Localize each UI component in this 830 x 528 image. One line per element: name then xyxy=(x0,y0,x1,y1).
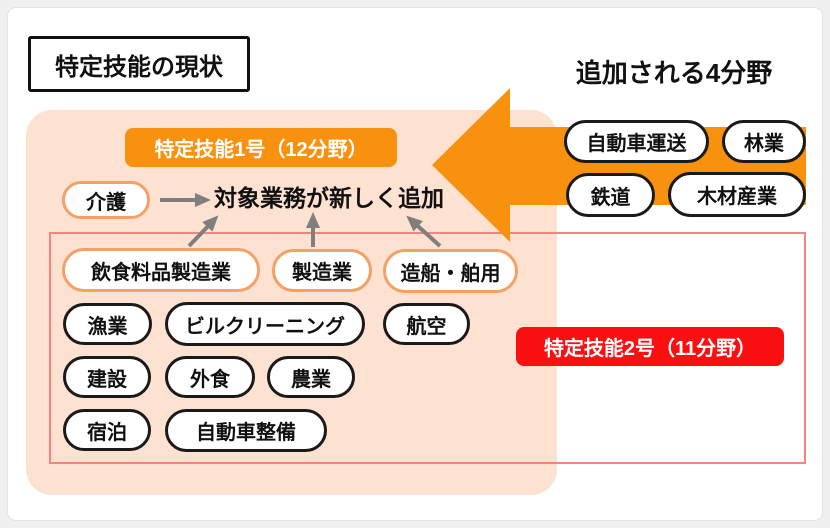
field-pill-auto-maintenance: 自動車整備 xyxy=(165,409,327,452)
annotation-text: 対象業務が新しく追加 xyxy=(214,185,444,211)
field-pill-agriculture: 農業 xyxy=(267,356,355,398)
field-pill-construction: 建設 xyxy=(63,356,151,398)
field-pill-shipbuilding: 造船・舶用 xyxy=(383,249,518,293)
added-pill-wood-industry: 木材産業 xyxy=(668,172,806,217)
added-fields-heading: 追加される4分野 xyxy=(575,58,773,88)
field-pill-food-manufacturing: 飲食料品製造業 xyxy=(62,248,260,292)
added-pill-forestry: 林業 xyxy=(722,120,806,163)
added-pill-railway: 鉄道 xyxy=(566,173,655,217)
type1-label: 特定技能1号（12分野） xyxy=(125,128,397,167)
type2-label: 特定技能2号（11分野） xyxy=(516,327,784,366)
added-pill-auto-transport: 自動車運送 xyxy=(564,120,709,163)
field-pill-building-cleaning: ビルクリーニング xyxy=(165,302,365,346)
field-pill-kaigo: 介護 xyxy=(62,181,150,219)
field-pill-food-service: 外食 xyxy=(165,356,255,398)
field-pill-lodging: 宿泊 xyxy=(63,409,151,451)
field-pill-aviation: 航空 xyxy=(383,303,470,345)
field-pill-manufacturing: 製造業 xyxy=(272,249,372,292)
page-title: 特定技能の現状 xyxy=(28,36,250,92)
field-pill-fishery: 漁業 xyxy=(63,303,152,345)
